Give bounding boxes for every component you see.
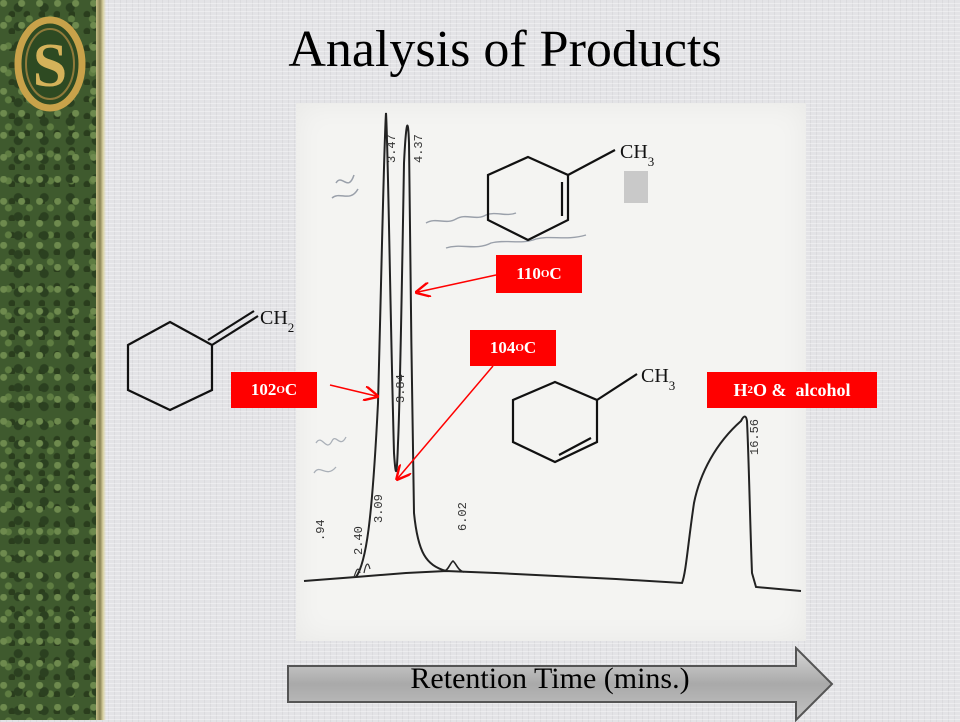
peak-label-6-02: 6.02 (456, 502, 470, 531)
school-logo-icon: S (14, 16, 86, 112)
1-methylcyclohexene-structure: CH3 (486, 141, 654, 242)
arrow-104 (398, 365, 494, 478)
retention-time-label: Retention Time (mins.) (410, 662, 690, 695)
peak-label-0-94: .94 (314, 519, 328, 541)
retention-time-arrow (287, 646, 834, 722)
decorative-band-edge (96, 0, 106, 720)
3-methylcyclohexene-structure: CH3 (511, 365, 675, 464)
methyl-group-label: CH3 (620, 141, 654, 169)
peak-label-3-47: 3.47 (385, 134, 399, 163)
decorative-left-band (0, 0, 100, 720)
arrow-102 (329, 384, 376, 396)
logo-letter: S (33, 32, 67, 100)
peak-label-16-56: 16.56 (748, 419, 762, 455)
peak-label-4-37: 4.37 (412, 134, 426, 163)
arrow-110 (418, 274, 497, 292)
scan-artifact (624, 171, 648, 203)
methyl-group-label-2: CH3 (641, 365, 675, 393)
methylene-group-label: CH2 (260, 307, 294, 335)
peak-label-3-09: 3.09 (372, 494, 386, 523)
methylenecyclohexane-structure: CH2 (126, 307, 294, 412)
slide-title: Analysis of Products (288, 21, 722, 78)
chromatogram-trace: 3.47 4.37 3.84 3.09 2.40 .94 6.02 16.56 (303, 112, 802, 592)
peak-label-2-40: 2.40 (352, 526, 366, 555)
peak-label-3-84: 3.84 (394, 374, 408, 403)
